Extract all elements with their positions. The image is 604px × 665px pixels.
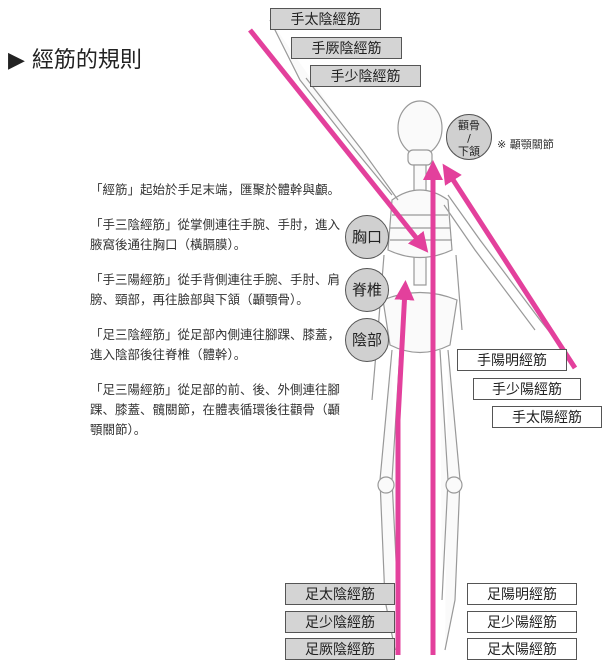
jaw-bottom-label: 下頷 <box>458 145 480 158</box>
triangle-icon: ▶ <box>8 48 25 73</box>
target-spine: 脊椎 <box>345 268 389 312</box>
label-hand-shaoyang: 手少陽經筋 <box>473 378 581 400</box>
desc-paragraph: 「足三陰經筋」從足部內側連往腳踝、膝蓋，進入陰部後往脊椎（體幹）。 <box>90 327 341 362</box>
page-title: ▶ 經筋的規則 <box>8 42 142 74</box>
desc-paragraph: 「足三陽經筋」從足部的前、後、外側連往腳踝、膝蓋、髖關節，在體表循環後往顴骨（顳… <box>90 382 341 437</box>
meridian-arrows <box>248 28 578 655</box>
description: 「經筋」起始於手足末端，匯聚於體幹與顱。 「手三陰經筋」從掌側連往手腕、手肘，進… <box>90 180 340 455</box>
foot-yin-arrow <box>394 280 415 655</box>
label-foot-shaoyang: 足少陽經筋 <box>467 611 577 633</box>
label-foot-taiyang: 足太陽經筋 <box>467 638 577 660</box>
label-hand-shaoyin: 手少陰經筋 <box>310 65 421 87</box>
desc-paragraph: 「手三陽經筋」從手背側連往手腕、手肘、肩膀、頸部，再往臉部與下頷（顳顎骨）。 <box>90 272 341 307</box>
target-genital: 陰部 <box>345 318 389 362</box>
label-hand-jueyin: 手厥陰經筋 <box>291 37 402 59</box>
label-hand-taiyin: 手太陰經筋 <box>270 8 381 30</box>
skeleton <box>269 19 573 651</box>
target-chest: 胸口 <box>345 215 389 259</box>
note-tmj: ※ 顳顎關節 <box>497 138 554 151</box>
label-foot-yangming: 足陽明經筋 <box>467 583 577 605</box>
desc-paragraph: 「經筋」起始於手足末端，匯聚於體幹與顱。 <box>90 182 341 197</box>
label-foot-taiyin: 足太陰經筋 <box>285 583 395 605</box>
label-hand-taiyang: 手太陽經筋 <box>492 406 602 428</box>
title-text: 經筋的規則 <box>31 48 142 73</box>
label-foot-shaoyin: 足少陰經筋 <box>285 611 395 633</box>
label-hand-yangming: 手陽明經筋 <box>457 349 567 371</box>
jaw-separator: / <box>467 132 471 145</box>
desc-paragraph: 「手三陰經筋」從掌側連往手腕、手肘，進入腋窩後通往胸口（橫膈膜）。 <box>90 217 341 252</box>
hand-yin-arrow <box>248 28 429 253</box>
target-jaw: 顴骨 / 下頷 <box>446 114 492 160</box>
label-foot-jueyin: 足厥陰經筋 <box>285 638 395 660</box>
jaw-top-label: 顴骨 <box>458 119 480 132</box>
hand-yang-arrow <box>442 163 578 370</box>
